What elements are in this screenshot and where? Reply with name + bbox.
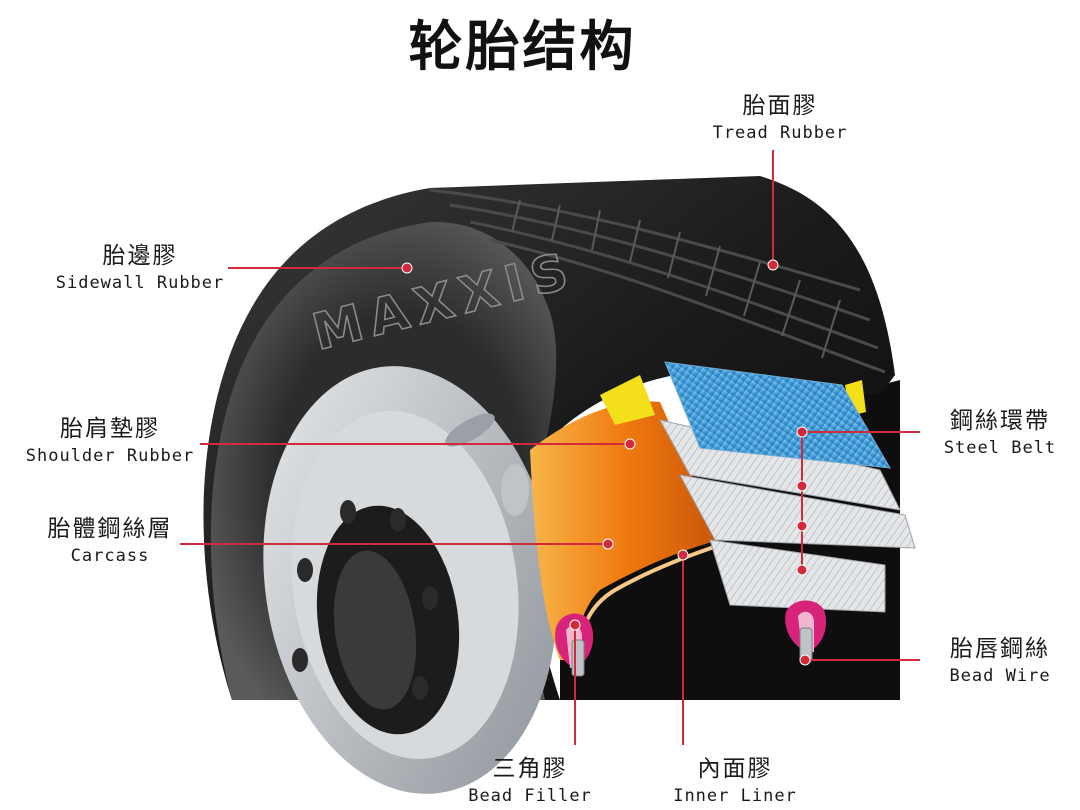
- label-tread-rubber-zh: 胎面膠: [742, 93, 818, 119]
- wheel-rim: [263, 366, 557, 794]
- dot-bead-wire: [799, 654, 811, 666]
- dot-inner-liner: [677, 549, 689, 561]
- dot-belt-1: [796, 426, 808, 438]
- carcass-layer: [530, 401, 720, 660]
- label-carcass: 胎體鋼絲層 Carcass: [20, 518, 200, 565]
- tread-grooves: [511, 199, 841, 359]
- dot-belt-4: [796, 564, 808, 576]
- label-sidewall-rubber-zh: 胎邊膠: [102, 243, 178, 269]
- dot-belt-3: [796, 520, 808, 532]
- lug-nuts: [292, 500, 438, 700]
- label-bead-wire-zh: 胎唇鋼絲: [950, 636, 1050, 662]
- shoulder-rubber-wedge: [600, 375, 655, 425]
- steel-belt-layer-3: [679, 474, 916, 549]
- dot-carcass: [602, 538, 614, 550]
- label-inner-liner-en: Inner Liner: [673, 786, 797, 806]
- label-steel-belt-en: Steel Belt: [943, 438, 1057, 458]
- steel-belt-layer-1: [664, 361, 891, 469]
- leader-dots: [401, 259, 811, 666]
- label-carcass-zh: 胎體鋼絲層: [47, 516, 173, 542]
- label-shoulder-rubber: 胎肩墊膠 Shoulder Rubber: [5, 418, 215, 465]
- page-title: 轮胎结构: [408, 15, 637, 78]
- label-bead-filler-zh: 三角膠: [492, 756, 568, 782]
- dot-sidewall: [401, 262, 413, 274]
- label-bead-filler-en: Bead Filler: [468, 786, 592, 806]
- label-inner-liner: 內面膠 Inner Liner: [645, 758, 825, 805]
- steel-belt-layer-4: [709, 539, 886, 613]
- bead-right: [785, 600, 827, 663]
- dot-shoulder: [624, 438, 636, 450]
- dot-bead-filler: [569, 619, 581, 631]
- label-tread-rubber: 胎面膠 Tread Rubber: [690, 95, 870, 142]
- label-sidewall-rubber: 胎邊膠 Sidewall Rubber: [30, 245, 250, 292]
- label-tread-rubber-en: Tread Rubber: [712, 123, 848, 143]
- label-steel-belt: 鋼絲環帶 Steel Belt: [925, 410, 1075, 457]
- label-inner-liner-zh: 內面膠: [697, 756, 773, 782]
- label-carcass-en: Carcass: [70, 546, 150, 566]
- label-shoulder-rubber-zh: 胎肩墊膠: [60, 416, 160, 442]
- label-bead-wire: 胎唇鋼絲 Bead Wire: [925, 638, 1075, 685]
- label-sidewall-rubber-en: Sidewall Rubber: [55, 273, 225, 293]
- label-bead-filler: 三角膠 Bead Filler: [440, 758, 620, 805]
- dot-tread: [767, 259, 779, 271]
- label-shoulder-rubber-en: Shoulder Rubber: [25, 446, 195, 466]
- label-steel-belt-zh: 鋼絲環帶: [950, 408, 1050, 434]
- dot-belt-2: [796, 480, 808, 492]
- label-bead-wire-en: Bead Wire: [949, 666, 1051, 686]
